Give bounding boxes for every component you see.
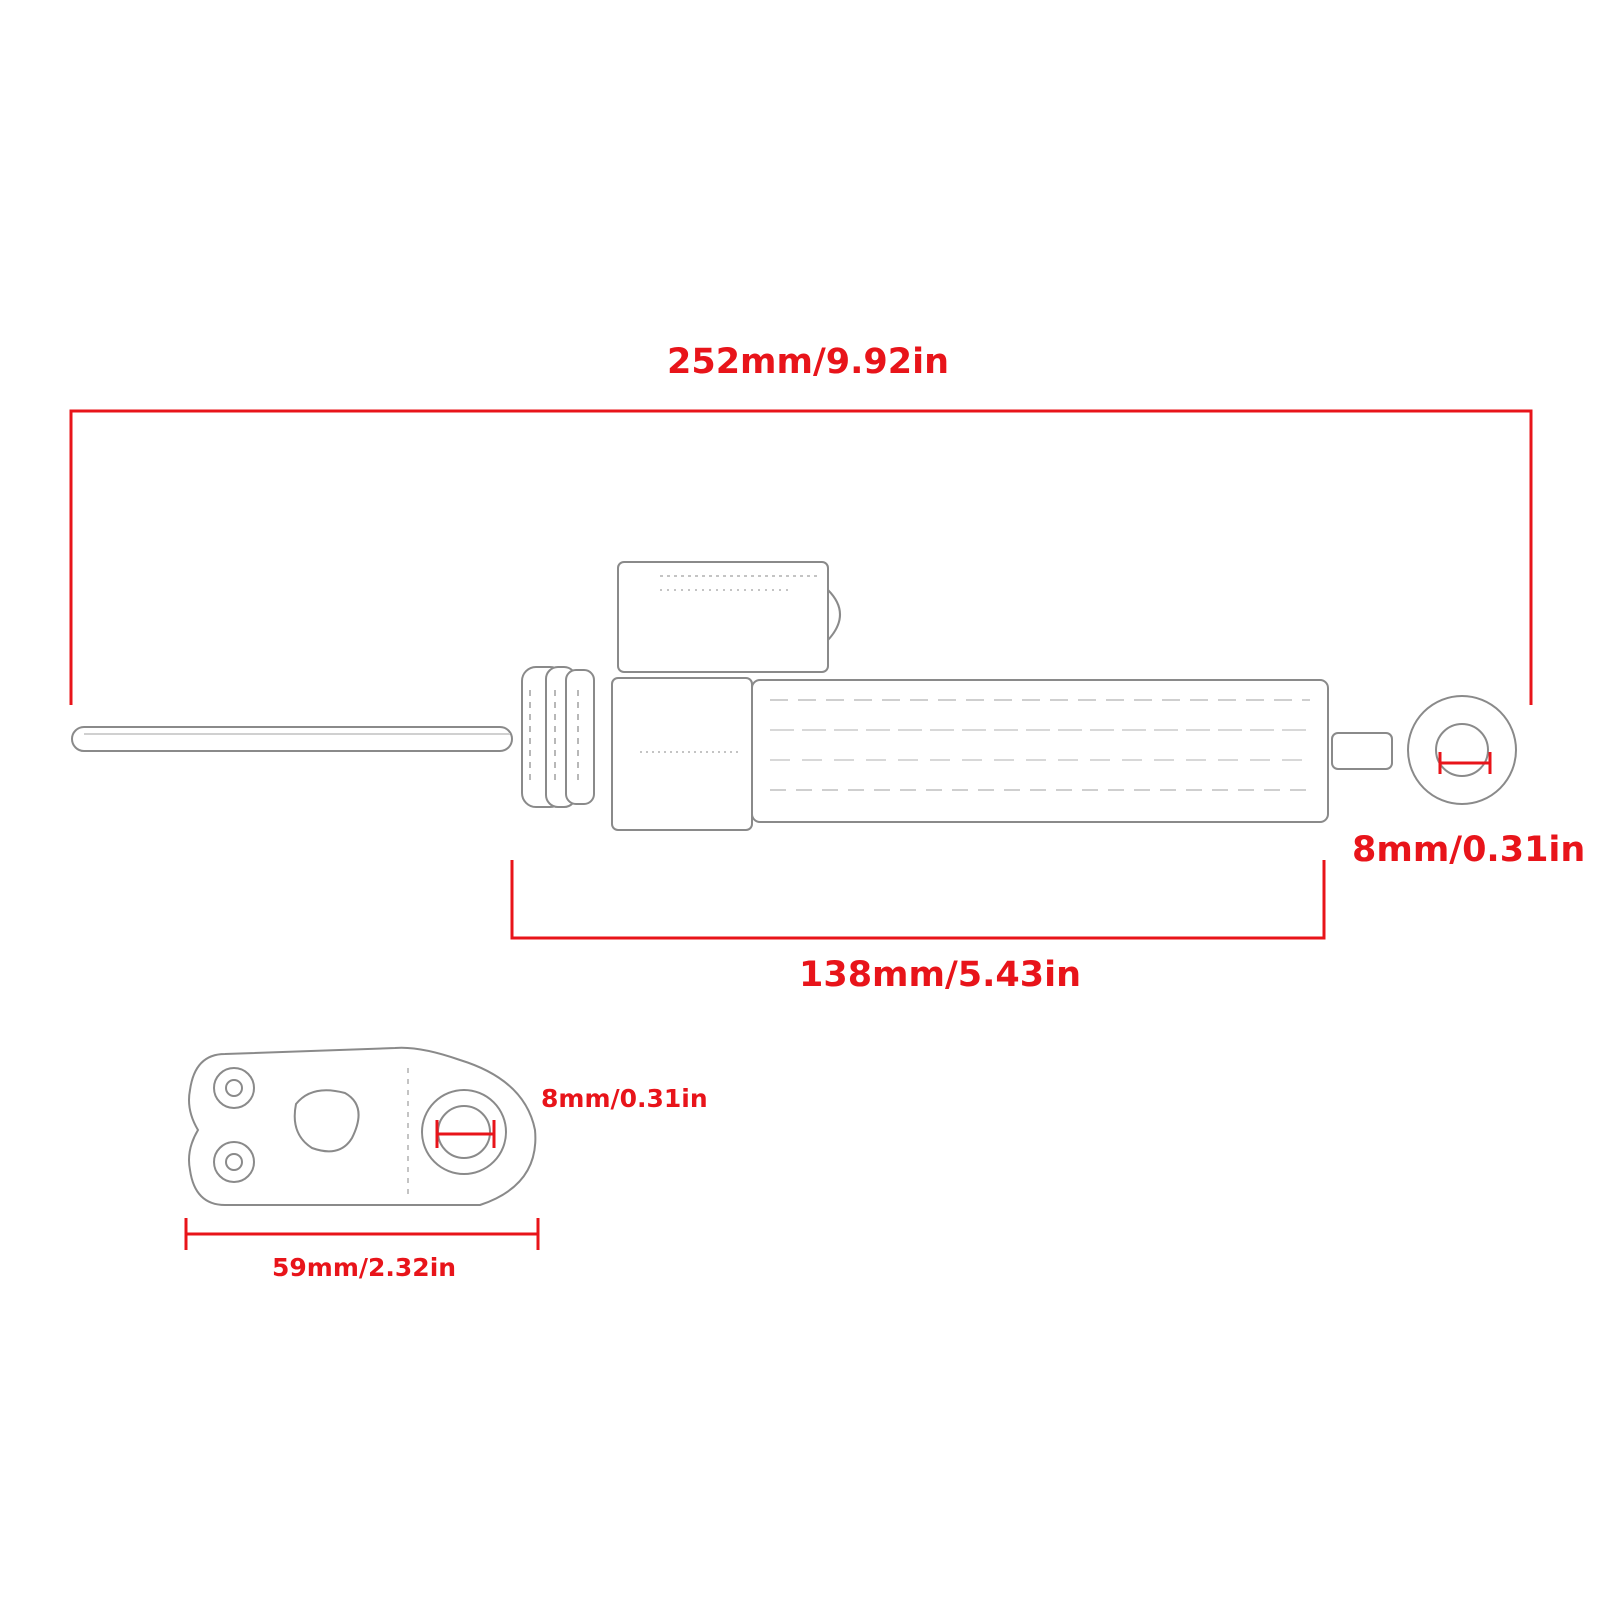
adjuster-ring-icon	[521, 666, 595, 808]
body-length-bracket	[510, 860, 1326, 940]
clamp-width-label: 59mm/2.32in	[272, 1253, 457, 1282]
clamp-hole-label: 8mm/0.31in	[541, 1084, 708, 1113]
rod-end-icon	[1407, 695, 1517, 805]
reservoir-icon	[617, 561, 841, 673]
overall-length-bracket	[69, 409, 1533, 705]
damper-body-icon	[751, 679, 1329, 823]
mounting-clamp-icon	[188, 1046, 537, 1206]
overall-length-label: 252mm/9.92in	[667, 342, 950, 382]
dimension-lines	[69, 409, 1533, 1250]
rod-end-hole-label: 8mm/0.31in	[1352, 830, 1586, 870]
steering-damper-icon	[71, 561, 1517, 831]
body-length-label: 138mm/5.43in	[799, 955, 1082, 995]
